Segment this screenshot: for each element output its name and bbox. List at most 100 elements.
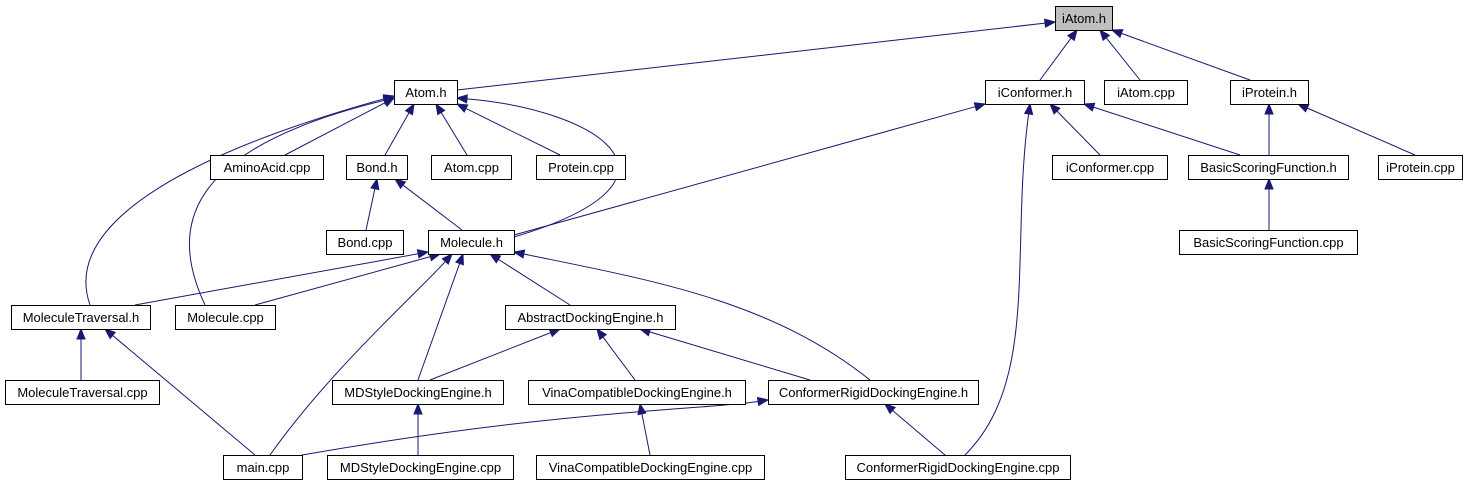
arrowhead bbox=[1082, 102, 1096, 112]
node-box[interactable] bbox=[1104, 80, 1188, 105]
node-box[interactable] bbox=[536, 155, 626, 180]
arrowhead bbox=[413, 402, 423, 415]
arrowhead bbox=[455, 103, 469, 113]
node-label: MoleculeTraversal.h bbox=[23, 310, 140, 325]
node-box[interactable] bbox=[1052, 155, 1168, 180]
edge-line bbox=[466, 98, 619, 238]
node-box[interactable] bbox=[332, 380, 504, 405]
edge-molecule_h-to-iconformer_h bbox=[513, 102, 987, 236]
arrowhead bbox=[370, 177, 380, 191]
edge-molecule_cpp-to-atom_h bbox=[189, 95, 396, 306]
node-label: Bond.cpp bbox=[338, 235, 393, 250]
arrowhead bbox=[382, 95, 396, 106]
edge-mdstyle_cpp-to-mdstyle_h bbox=[413, 402, 423, 455]
edge-moltraversal_h-to-molecule_h bbox=[134, 249, 430, 306]
node-box[interactable] bbox=[327, 455, 514, 480]
edge-main_cpp-to-molecule_h bbox=[269, 252, 453, 456]
node-box[interactable] bbox=[1188, 155, 1349, 180]
node-iatom-cpp[interactable]: iAtom.cpp bbox=[1104, 80, 1188, 105]
node-box[interactable] bbox=[1055, 6, 1113, 31]
node-atom-cpp[interactable]: Atom.cpp bbox=[431, 155, 512, 180]
node-molecule-cpp[interactable]: Molecule.cpp bbox=[175, 305, 276, 330]
edge-iprotein_h-to-iatom_h bbox=[1110, 29, 1251, 81]
node-basicscoring-h[interactable]: BasicScoringFunction.h bbox=[1188, 155, 1349, 180]
node-label: MoleculeTraversal.cpp bbox=[17, 385, 147, 400]
arrowhead bbox=[1023, 102, 1034, 116]
node-box[interactable] bbox=[428, 230, 515, 255]
node-aminoacid-cpp[interactable]: AminoAcid.cpp bbox=[210, 155, 324, 180]
node-box[interactable] bbox=[223, 455, 303, 480]
node-vina-h[interactable]: VinaCompatibleDockingEngine.h bbox=[528, 380, 746, 405]
node-conformerrigid-cpp[interactable]: ConformerRigidDockingEngine.cpp bbox=[845, 455, 1071, 480]
node-box[interactable] bbox=[394, 80, 458, 105]
node-box[interactable] bbox=[985, 80, 1085, 105]
edge-abstractdock_h-to-molecule_h bbox=[488, 253, 571, 306]
node-box[interactable] bbox=[175, 305, 276, 330]
edge-protein_cpp-to-atom_h bbox=[455, 103, 561, 156]
edge-line bbox=[284, 102, 386, 156]
node-abstractdock-h[interactable]: AbstractDockingEngine.h bbox=[505, 305, 676, 330]
node-label: iConformer.cpp bbox=[1066, 160, 1154, 175]
node-vina-cpp[interactable]: VinaCompatibleDockingEngine.cpp bbox=[536, 455, 765, 480]
edge-line bbox=[602, 336, 636, 381]
node-iconformer-h[interactable]: iConformer.h bbox=[985, 80, 1085, 105]
node-iprotein-cpp[interactable]: iProtein.cpp bbox=[1378, 155, 1463, 180]
node-molecule-h[interactable]: Molecule.h bbox=[428, 230, 515, 255]
node-label: AminoAcid.cpp bbox=[224, 160, 311, 175]
node-bond-h[interactable]: Bond.h bbox=[346, 155, 408, 180]
node-box[interactable] bbox=[505, 305, 676, 330]
edge-line bbox=[456, 22, 1046, 91]
node-iprotein-h[interactable]: iProtein.h bbox=[1230, 80, 1309, 105]
node-mdstyle-h[interactable]: MDStyleDockingEngine.h bbox=[332, 380, 504, 405]
node-label: Molecule.cpp bbox=[187, 310, 264, 325]
node-moltraversal-h[interactable]: MoleculeTraversal.h bbox=[11, 305, 151, 330]
node-box[interactable] bbox=[1230, 80, 1309, 105]
node-mdstyle-cpp[interactable]: MDStyleDockingEngine.cpp bbox=[327, 455, 514, 480]
node-conformerrigid-h[interactable]: ConformerRigidDockingEngine.h bbox=[768, 380, 979, 405]
node-box[interactable] bbox=[1378, 155, 1463, 180]
edge-line bbox=[641, 413, 651, 456]
arrowhead bbox=[883, 403, 897, 415]
edge-line bbox=[134, 253, 419, 306]
edge-moltraversal_cpp-to-moltraversal_h bbox=[76, 327, 86, 380]
node-box[interactable] bbox=[346, 155, 408, 180]
edge-line bbox=[254, 256, 431, 306]
node-box[interactable] bbox=[845, 455, 1071, 480]
node-box[interactable] bbox=[5, 380, 160, 405]
edge-line bbox=[1306, 107, 1416, 156]
node-box[interactable] bbox=[768, 380, 979, 405]
node-box[interactable] bbox=[326, 230, 404, 255]
edge-conformerrigid_cpp-to-conformerrigid_h bbox=[883, 403, 946, 456]
node-box[interactable] bbox=[528, 380, 746, 405]
node-box[interactable] bbox=[1179, 230, 1358, 255]
edge-molecule_h-to-atom_h bbox=[455, 94, 619, 238]
node-moltraversal-cpp[interactable]: MoleculeTraversal.cpp bbox=[5, 380, 160, 405]
edge-line bbox=[301, 400, 759, 456]
node-basicscoring-cpp[interactable]: BasicScoringFunction.cpp bbox=[1179, 230, 1358, 255]
node-label: iAtom.h bbox=[1062, 11, 1106, 26]
edge-line bbox=[269, 261, 446, 456]
arrowhead bbox=[1049, 103, 1061, 115]
edge-line bbox=[649, 331, 811, 381]
arrowhead bbox=[1099, 28, 1111, 42]
edge-mdstyle_h-to-molecule_h bbox=[417, 252, 464, 381]
node-protein-cpp[interactable]: Protein.cpp bbox=[536, 155, 626, 180]
node-main-cpp[interactable]: main.cpp bbox=[223, 455, 303, 480]
node-bond-cpp[interactable]: Bond.cpp bbox=[326, 230, 404, 255]
node-label: MDStyleDockingEngine.h bbox=[344, 385, 491, 400]
node-atom-h[interactable]: Atom.h bbox=[394, 80, 458, 105]
node-box[interactable] bbox=[431, 155, 512, 180]
arrowhead bbox=[1110, 29, 1124, 39]
edge-conformerrigid_cpp-to-iconformer_h bbox=[964, 102, 1034, 456]
node-label: iAtom.cpp bbox=[1117, 85, 1175, 100]
node-box[interactable] bbox=[11, 305, 151, 330]
node-label: MDStyleDockingEngine.cpp bbox=[340, 460, 501, 475]
node-box[interactable] bbox=[536, 455, 765, 480]
edge-basicscoring_h-to-iprotein_h bbox=[1264, 102, 1274, 155]
node-iatom-h[interactable]: iAtom.h bbox=[1055, 6, 1113, 31]
node-iconformer-cpp[interactable]: iConformer.cpp bbox=[1052, 155, 1168, 180]
node-box[interactable] bbox=[210, 155, 324, 180]
arrowhead bbox=[1296, 103, 1310, 113]
arrowhead bbox=[1066, 28, 1078, 42]
